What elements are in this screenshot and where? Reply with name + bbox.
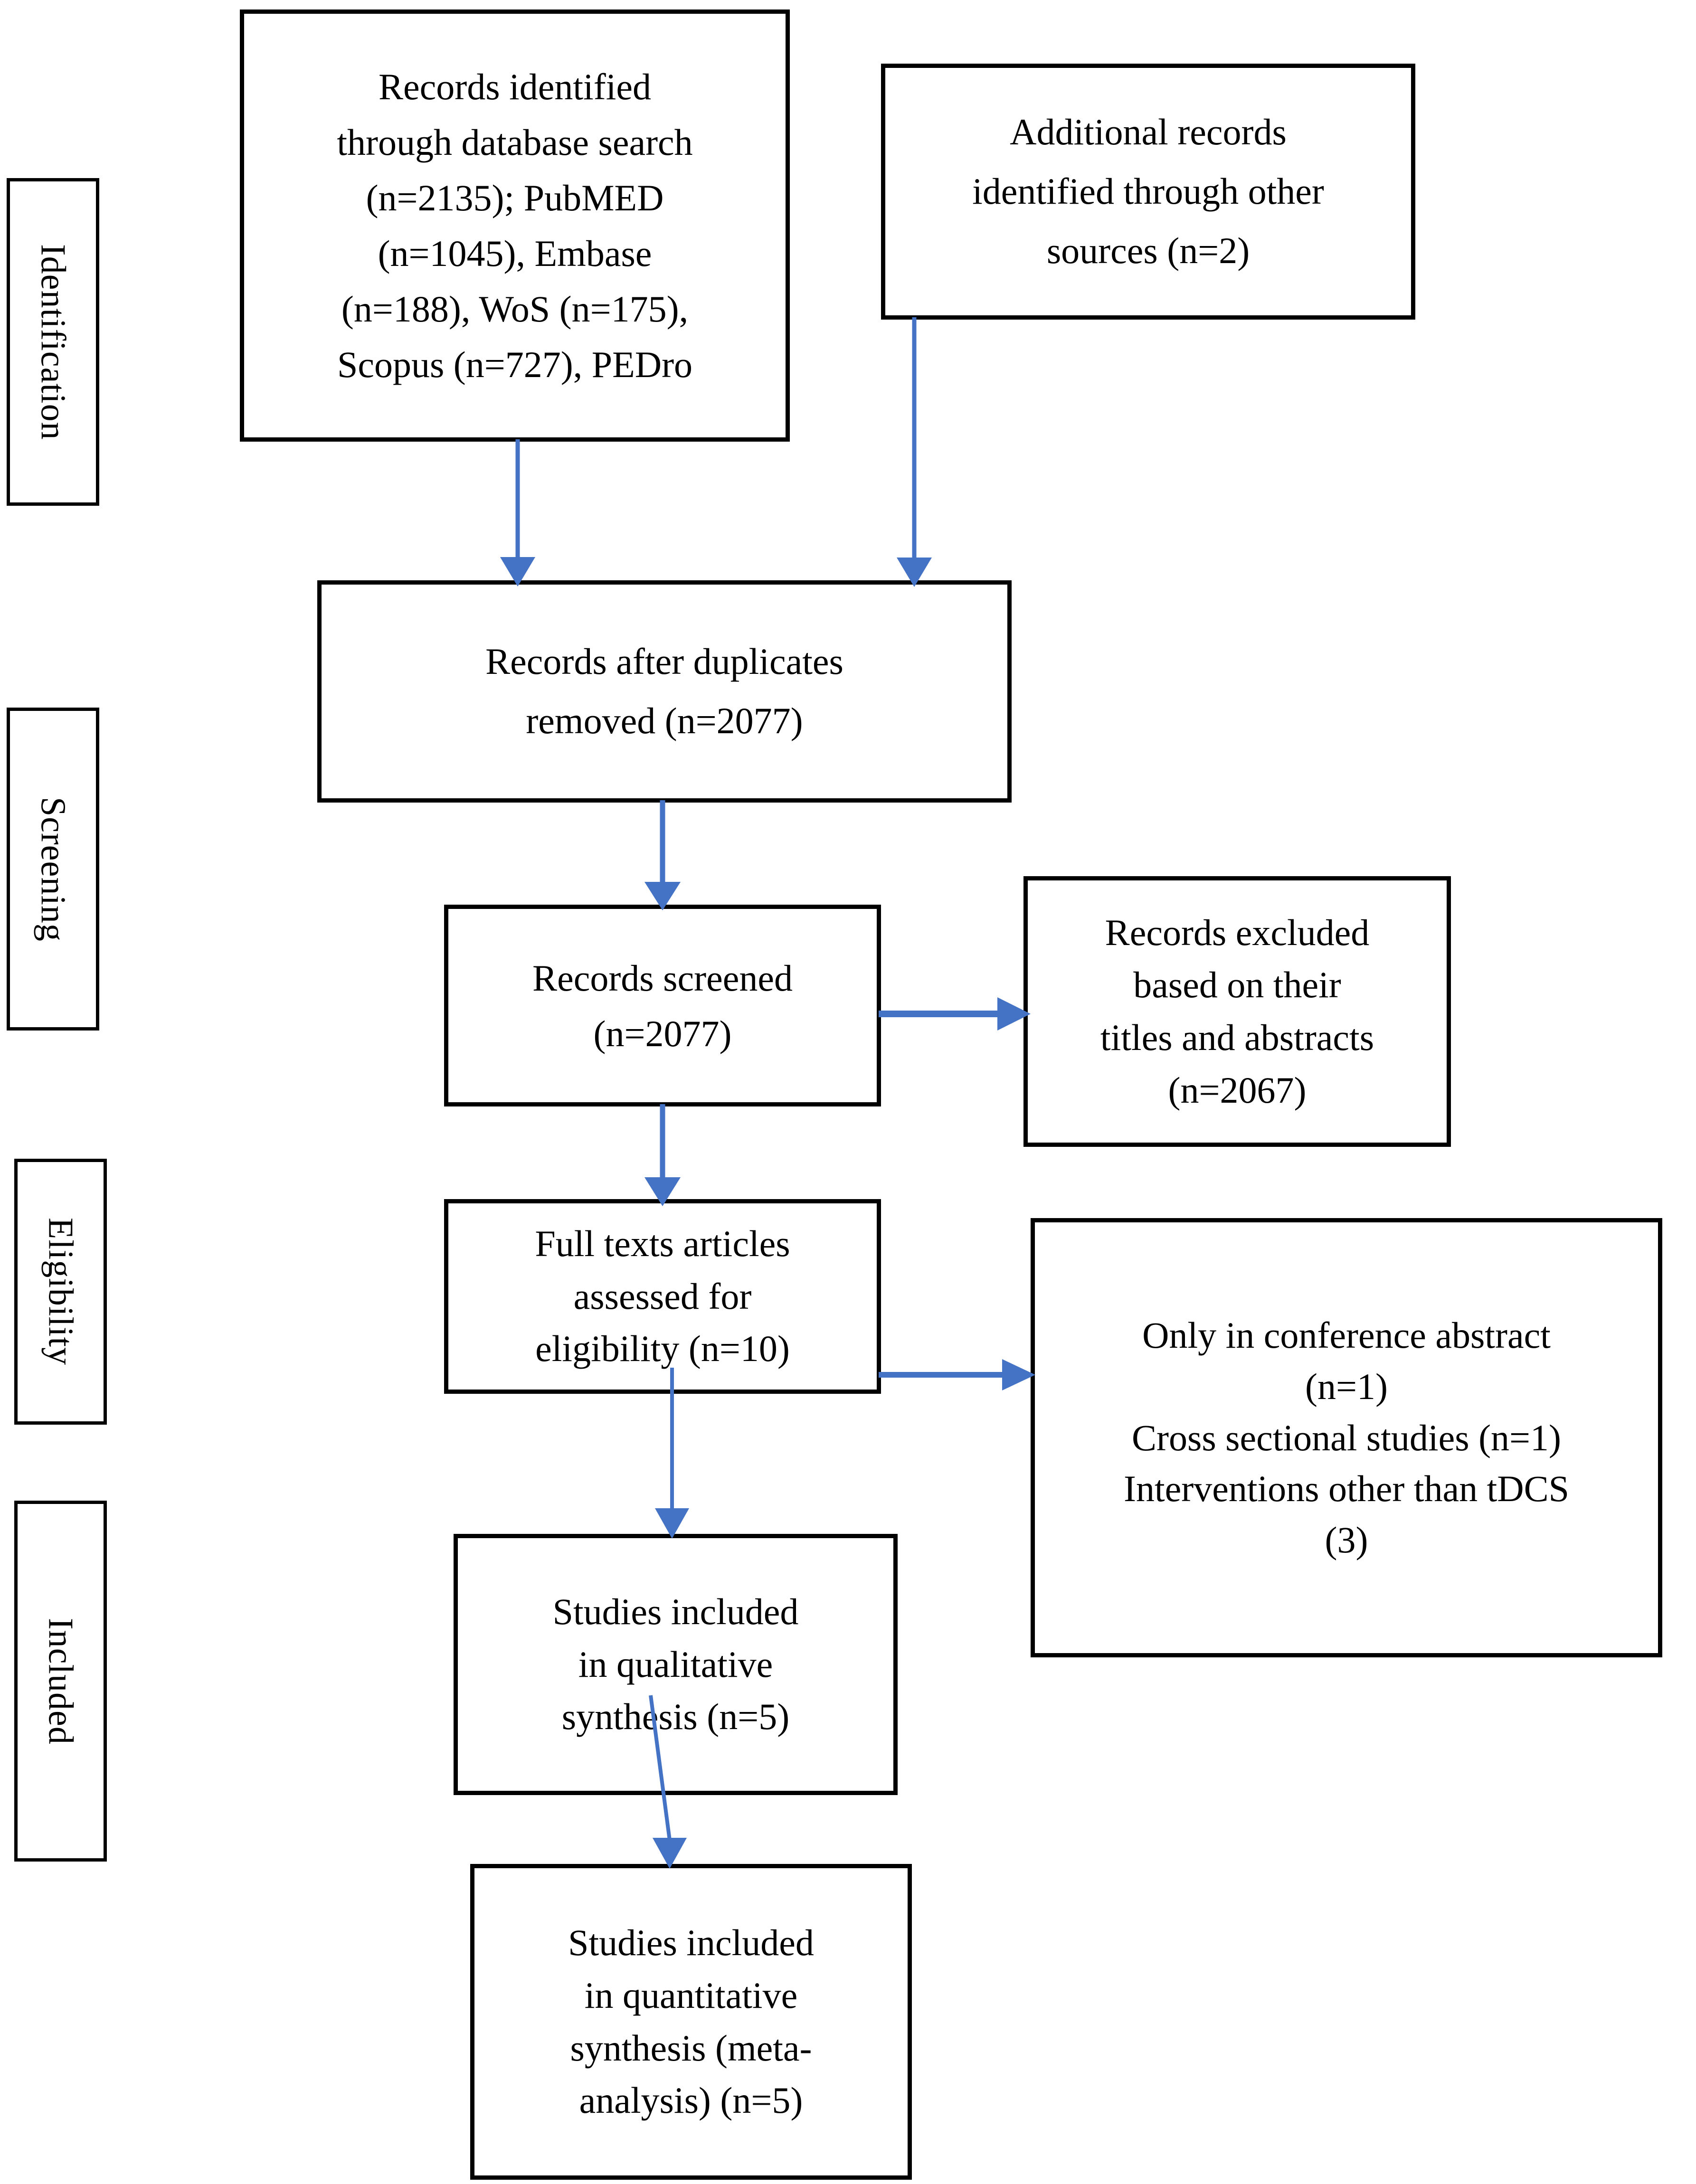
node-records-screened-text: Records screened (n=2077) [532,957,793,1054]
node-qualitative-synthesis-text: Studies included in qualitative synthesi… [552,1590,799,1738]
arrow-duplicates-to-screened [629,800,696,910]
arrow-fulltext-to-excluded [879,1349,1035,1401]
stage-label-eligibility-text: Eligibility [41,1218,80,1366]
node-additional-records-text: Additional records identified through ot… [972,111,1324,271]
arrow-identified-to-duplicates [484,439,551,586]
stage-label-eligibility: Eligibility [14,1159,107,1425]
node-duplicates-removed-text: Records after duplicates removed (n=2077… [485,641,843,741]
arrow-screened-to-excluded [879,988,1031,1040]
node-records-identified-text: Records identified through database sear… [337,66,693,385]
node-quantitative-synthesis-text: Studies included in quantitative synthes… [568,1922,814,2121]
stage-label-identification-text: Identification [33,244,73,440]
stage-label-identification: Identification [7,178,99,506]
node-qualitative-synthesis: Studies included in qualitative synthesi… [454,1534,898,1795]
arrow-additional-to-duplicates [881,317,947,587]
node-records-screened: Records screened (n=2077) [444,905,881,1106]
node-fulltext-excluded: Only in conference abstract (n=1) Cross … [1031,1218,1662,1657]
node-duplicates-removed: Records after duplicates removed (n=2077… [317,580,1012,803]
node-quantitative-synthesis: Studies included in quantitative synthes… [470,1864,912,2180]
node-fulltext-assessed: Full texts articles assessed for eligibi… [444,1199,881,1394]
node-fulltext-excluded-text: Only in conference abstract (n=1) Cross … [1123,1314,1570,1560]
arrow-screened-to-fulltext [629,1104,696,1206]
stage-label-screening-text: Screening [33,796,73,942]
node-fulltext-assessed-text: Full texts articles assessed for eligibi… [535,1222,790,1370]
node-records-excluded-text: Records excluded based on their titles a… [1100,911,1374,1111]
stage-label-included-text: Included [41,1617,80,1745]
node-records-excluded: Records excluded based on their titles a… [1023,876,1451,1147]
node-records-identified: Records identified through database sear… [240,9,790,442]
stage-label-included: Included [14,1501,107,1862]
stage-label-screening: Screening [7,708,99,1031]
node-additional-records: Additional records identified through ot… [881,64,1415,320]
